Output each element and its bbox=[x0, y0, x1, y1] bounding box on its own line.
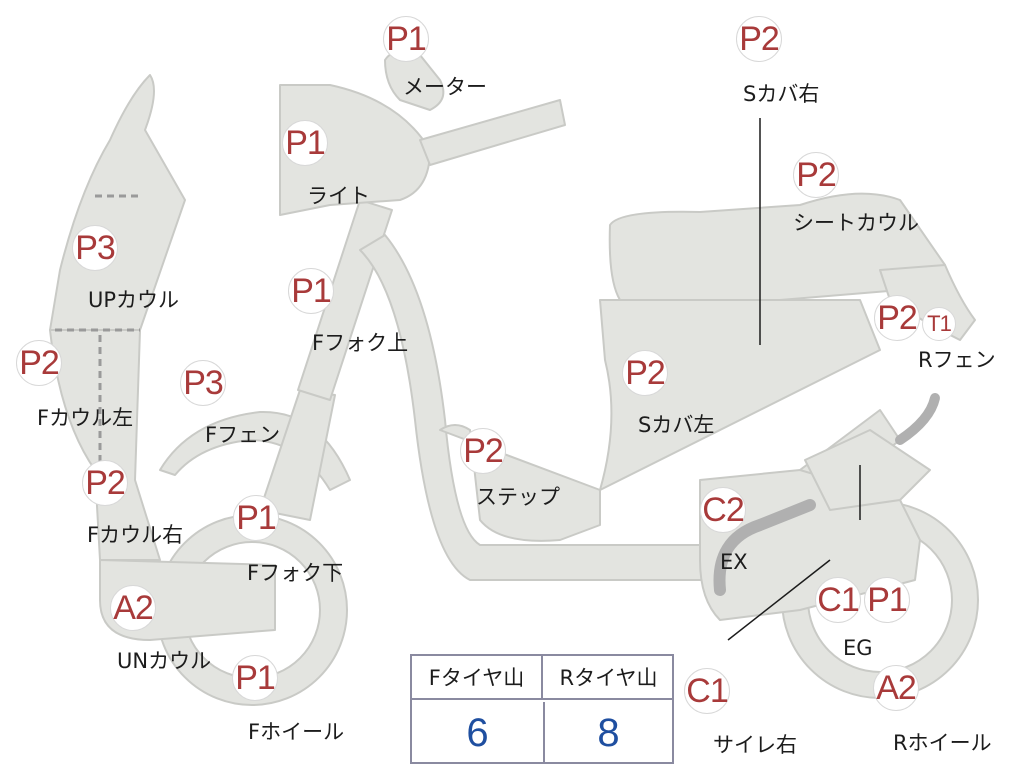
front-tire-header: Fタイヤ山 bbox=[412, 656, 543, 700]
eg-label: EG bbox=[843, 636, 873, 660]
r-wheel-label: Rホイール bbox=[893, 731, 992, 755]
seat-cowl-code-badge[interactable]: P2 bbox=[793, 152, 839, 198]
light-label: ライト bbox=[307, 184, 370, 208]
f-cowl-left-code-badge[interactable]: P2 bbox=[16, 340, 62, 386]
step-label: ステップ bbox=[476, 485, 560, 509]
ffork-up-code-badge[interactable]: P1 bbox=[288, 268, 334, 314]
r-fender-label: Rフェン bbox=[918, 348, 996, 372]
rear-tire-value[interactable]: 8 bbox=[597, 710, 620, 755]
r-wheel-code-badge[interactable]: A2 bbox=[873, 665, 919, 711]
front-tire-value[interactable]: 6 bbox=[412, 702, 545, 764]
silencer-right-code-badge[interactable]: C1 bbox=[684, 668, 730, 714]
meter-code-badge[interactable]: P1 bbox=[383, 16, 429, 62]
up-cowl-code-badge[interactable]: P3 bbox=[72, 225, 118, 271]
r-fender-code-badge[interactable]: P2 bbox=[874, 295, 920, 341]
seat-shape bbox=[608, 192, 946, 301]
f-cowl-left-label: Fカウル左 bbox=[37, 406, 134, 430]
s-cover-right-code-badge[interactable]: P2 bbox=[736, 16, 782, 62]
step-code-badge[interactable]: P2 bbox=[460, 428, 506, 474]
silencer-right-label: サイレ右 bbox=[713, 733, 797, 757]
up-cowl-label: UPカウル bbox=[88, 288, 180, 312]
tire-tread-table: Fタイヤ山 Rタイヤ山 6 8 bbox=[410, 654, 674, 764]
seat-cowl-label: シートカウル bbox=[793, 211, 919, 235]
f-cowl-right-code-badge[interactable]: P2 bbox=[82, 460, 128, 506]
f-fender-label: Fフェン bbox=[205, 423, 281, 447]
front-fork-lower bbox=[259, 389, 336, 521]
s-cover-right-label: Sカバ右 bbox=[743, 82, 820, 106]
eg-code2-badge[interactable]: P1 bbox=[864, 577, 910, 623]
un-cowl-code-badge[interactable]: A2 bbox=[110, 585, 156, 631]
ffork-down-code-badge[interactable]: P1 bbox=[233, 495, 279, 541]
f-wheel-label: Fホイール bbox=[248, 720, 345, 744]
ex-code-badge[interactable]: C2 bbox=[700, 487, 746, 533]
eg-code-badge[interactable]: C1 bbox=[815, 577, 861, 623]
f-cowl-right-label: Fカウル右 bbox=[87, 523, 184, 547]
f-fender-code-badge[interactable]: P3 bbox=[180, 360, 226, 406]
light-code-badge[interactable]: P1 bbox=[282, 120, 328, 166]
f-wheel-code-badge[interactable]: P1 bbox=[232, 655, 278, 701]
un-cowl-label: UNカウル bbox=[117, 649, 212, 673]
r-fender-code2-badge[interactable]: T1 bbox=[922, 307, 956, 341]
shock-shape bbox=[804, 429, 931, 511]
rear-tire-header: Rタイヤ山 bbox=[543, 656, 674, 700]
ex-label: EX bbox=[720, 550, 748, 574]
handlebar-shape bbox=[419, 99, 566, 166]
engine-shape bbox=[699, 469, 921, 621]
side-cover-shape bbox=[599, 299, 881, 491]
frame-shape bbox=[359, 234, 901, 581]
ffork-down-label: Fフォク下 bbox=[247, 561, 344, 585]
ffork-up-label: Fフォク上 bbox=[312, 331, 409, 355]
s-cover-left-code-badge[interactable]: P2 bbox=[622, 350, 668, 396]
s-cover-left-label: Sカバ左 bbox=[638, 413, 715, 437]
meter-label: メーター bbox=[403, 75, 487, 99]
